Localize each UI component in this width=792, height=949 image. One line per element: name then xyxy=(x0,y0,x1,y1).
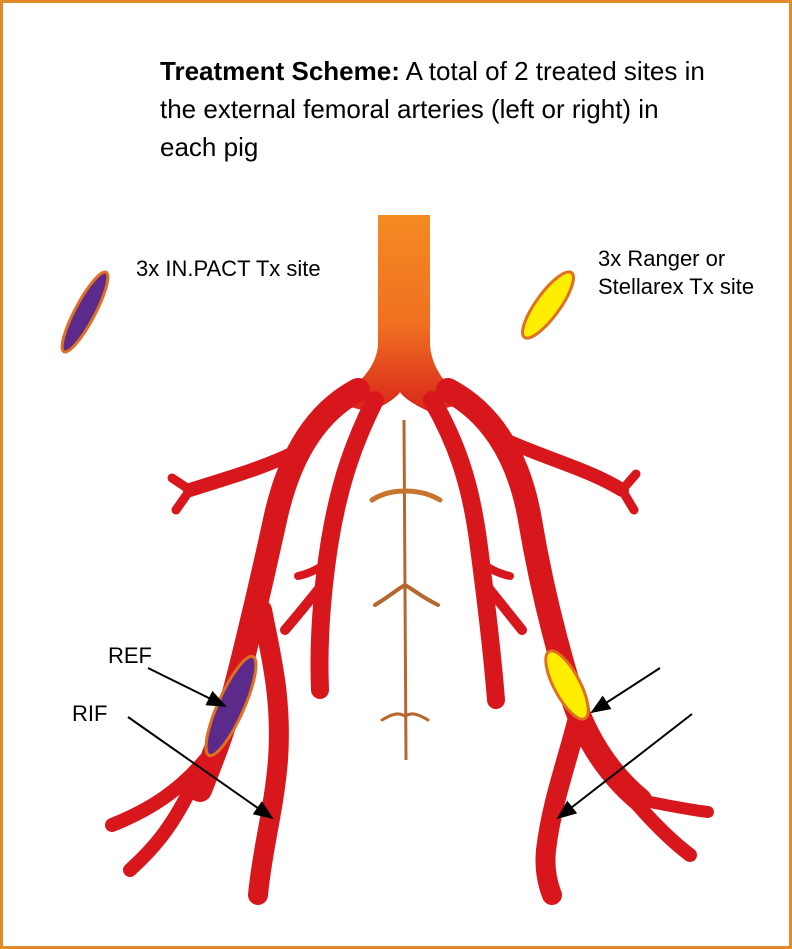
left-site-arrow xyxy=(592,668,660,712)
right-internal-femoral-artery xyxy=(258,610,279,895)
right-inner-branch xyxy=(319,400,375,690)
rif-label: RIF xyxy=(72,700,107,728)
legend-ranger-stellarex-oval xyxy=(515,266,581,345)
center-arc-1 xyxy=(372,491,440,500)
ref-arrow xyxy=(148,668,225,706)
left-internal-femoral-artery xyxy=(545,710,580,895)
legend-in-pact-label: 3x IN.PACT Tx site xyxy=(136,255,356,283)
treatment-scheme-heading: Treatment Scheme: xyxy=(160,56,400,86)
legend-ranger-stellarex-label: 3x Ranger or Stellarex Tx site xyxy=(598,245,778,301)
center-artery xyxy=(404,420,406,760)
right-lateral-fork-b xyxy=(176,490,190,510)
left-lateral-fork-b xyxy=(622,490,634,510)
treatment-scheme-text: Treatment Scheme: A total of 2 treated s… xyxy=(160,52,720,166)
left-inner-branch xyxy=(432,400,496,700)
ref-label: REF xyxy=(108,642,152,670)
legend-in-pact-oval xyxy=(55,268,115,357)
